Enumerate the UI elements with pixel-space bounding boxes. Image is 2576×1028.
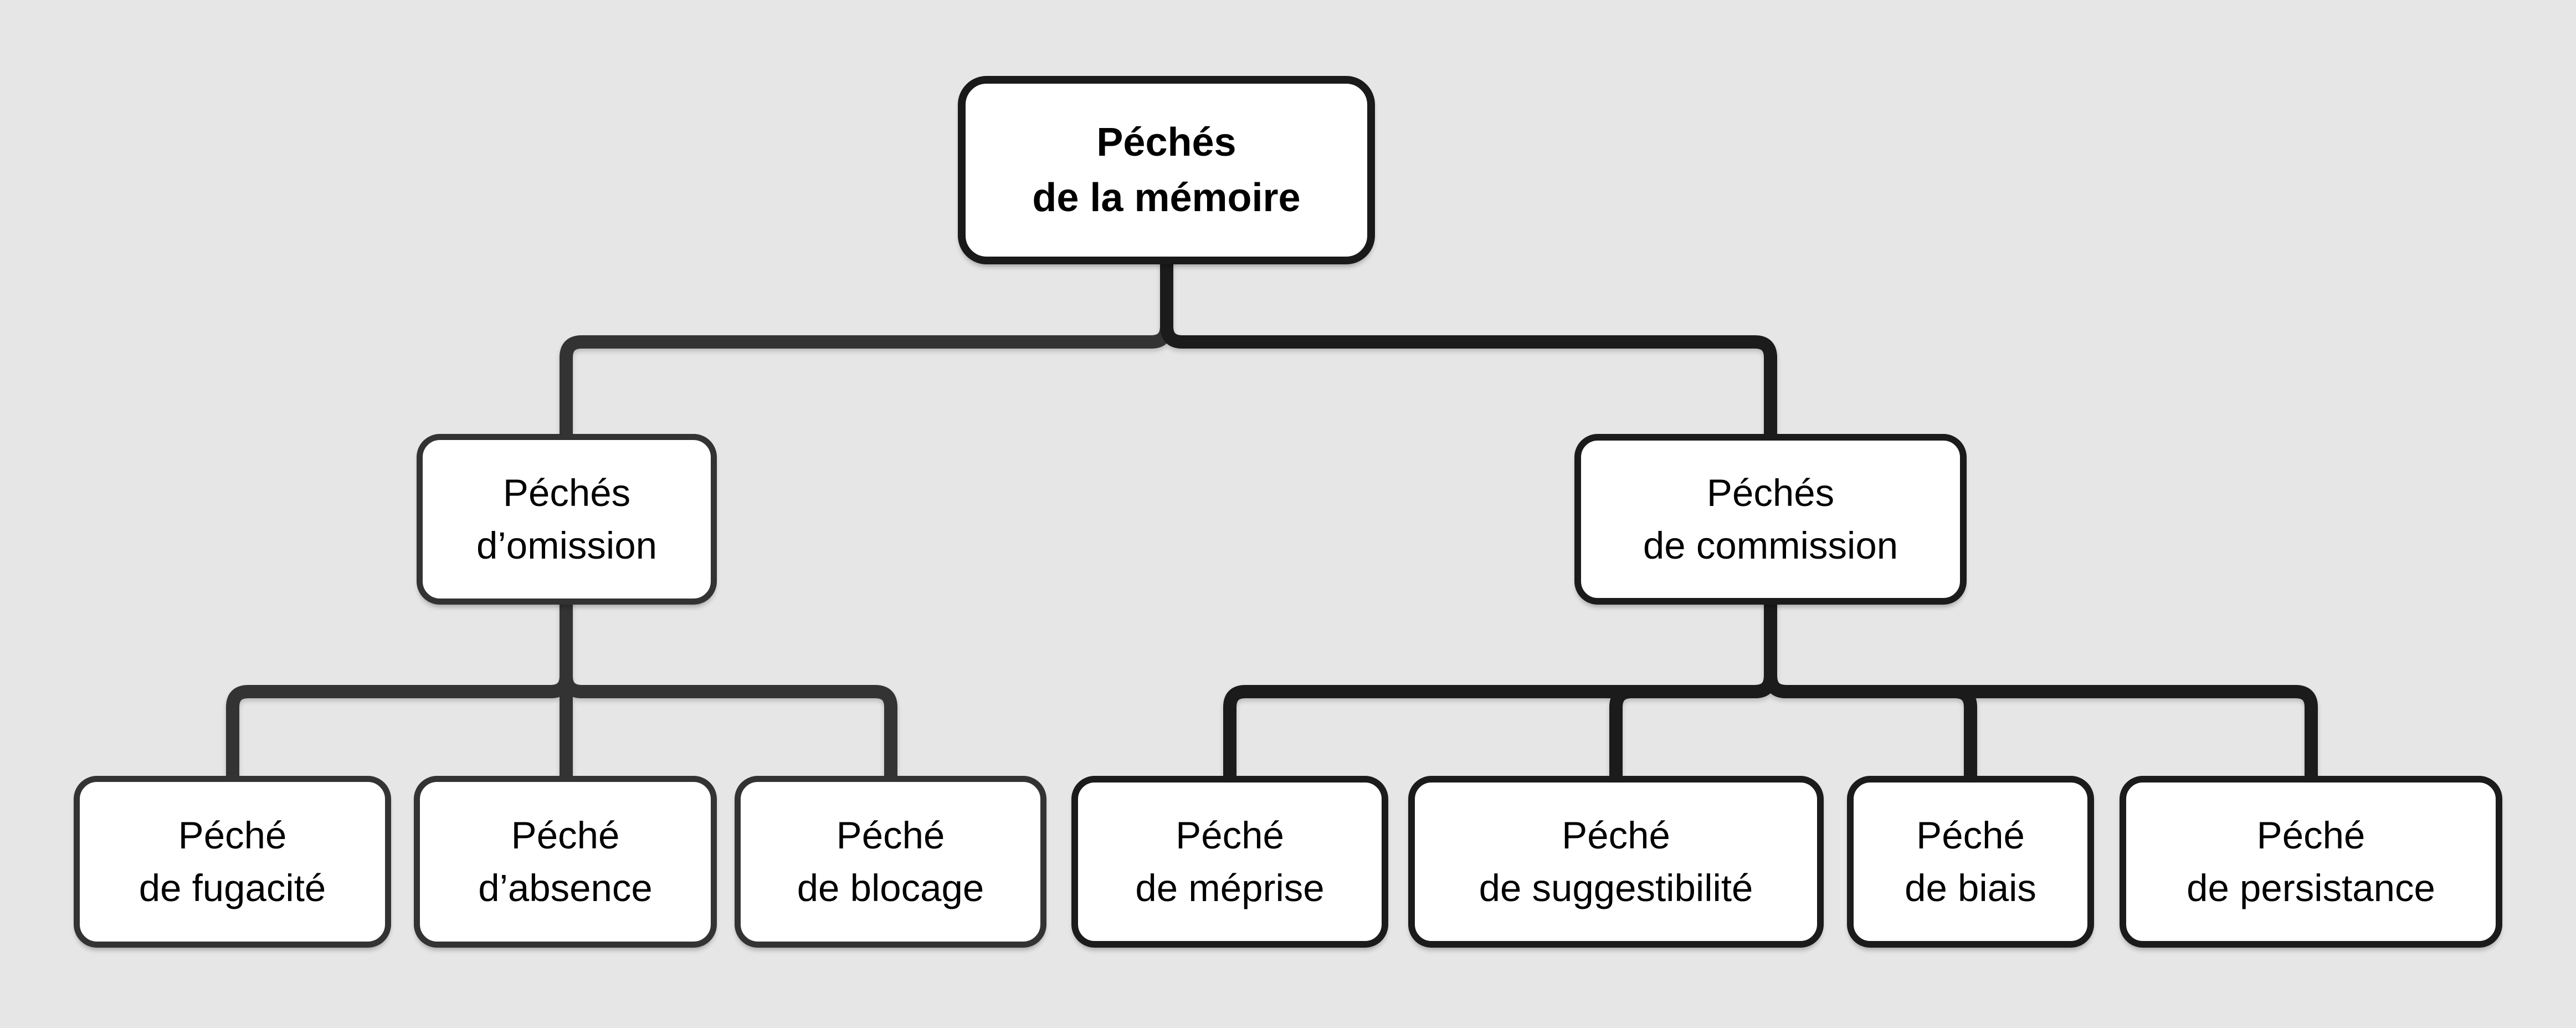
node-peches-de-la-memoire: Péchés de la mémoire	[958, 76, 1375, 264]
connector-commission-to-suggestibilite	[1609, 599, 1777, 787]
node-label-line: Péché	[511, 814, 620, 857]
node-label-line: Péché	[1916, 814, 2025, 857]
node-peche-de-persistance: Péché de persistance	[2120, 776, 2502, 948]
node-label-line: Péché	[1562, 814, 1670, 857]
node-peche-d-absence: Péché d’absence	[414, 776, 717, 948]
node-label-line: de la mémoire	[1032, 176, 1301, 220]
node-label-line: de biais	[1905, 867, 2036, 909]
connector-root-to-omission	[560, 257, 1173, 443]
node-label-line: de suggestibilité	[1479, 867, 1753, 909]
node-peche-de-biais: Péché de biais	[1847, 776, 2094, 948]
node-label-line: Péché	[2256, 814, 2365, 857]
node-label-line: Péché	[1176, 814, 1284, 857]
node-label-line: Péchés	[502, 472, 631, 514]
node-label-line: Péché	[178, 814, 287, 857]
connector-omission-to-fugacite	[226, 599, 573, 787]
connector-omission-to-blocage	[560, 599, 897, 787]
node-peche-de-meprise: Péché de méprise	[1071, 776, 1388, 948]
node-peche-de-suggestibilite: Péché de suggestibilité	[1408, 776, 1824, 948]
node-peches-de-commission: Péchés de commission	[1574, 434, 1967, 605]
node-label-line: de persistance	[2187, 867, 2435, 909]
node-peche-de-fugacite: Péché de fugacité	[74, 776, 391, 948]
connector-commission-to-persistance	[1764, 599, 2318, 787]
connector-root-to-commission	[1160, 257, 1777, 443]
node-label-line: de méprise	[1135, 867, 1325, 909]
node-label-line: de commission	[1643, 524, 1898, 567]
node-label-line: d’absence	[478, 867, 653, 909]
node-label-line: d’omission	[476, 524, 657, 567]
node-peche-de-blocage: Péché de blocage	[735, 776, 1046, 948]
node-label-line: de fugacité	[138, 867, 326, 909]
node-label-line: Péchés	[1096, 120, 1236, 165]
node-label-line: Péchés	[1706, 472, 1835, 514]
node-label-line: de blocage	[797, 867, 984, 909]
node-peches-d-omission: Péchés d’omission	[417, 434, 717, 605]
node-label-line: Péché	[836, 814, 945, 857]
